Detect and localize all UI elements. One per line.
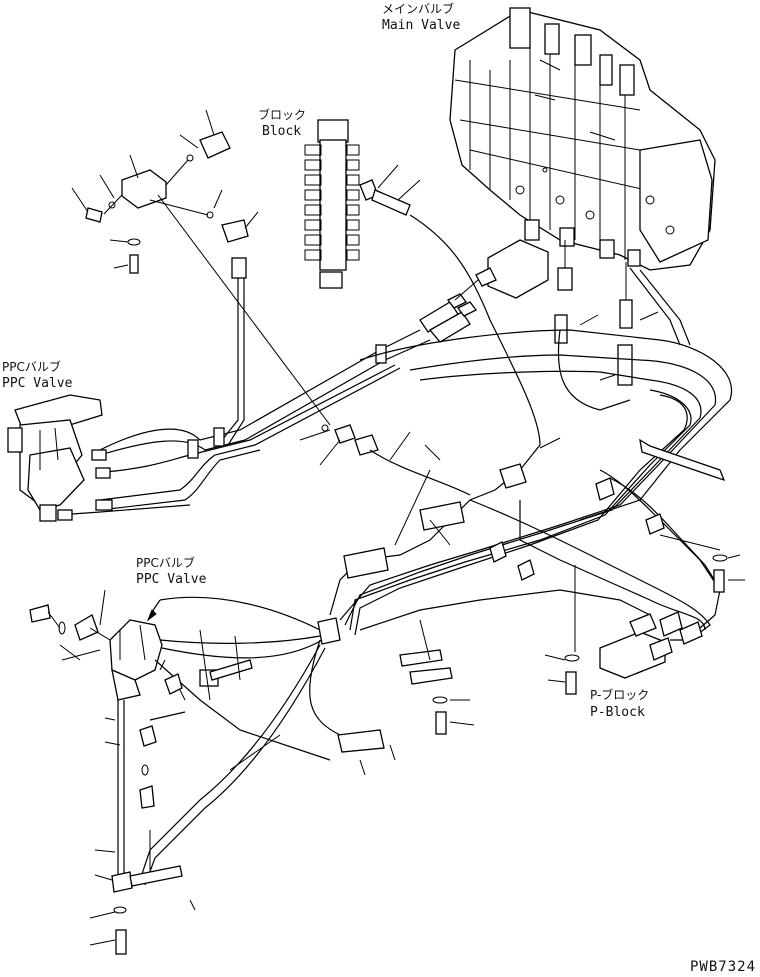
upper-ppc-hoses [57,257,477,521]
block-label-en: Block [262,124,302,139]
lower-ppc-valve-label-jp: PPCバルブ [136,556,195,570]
bolts-washers-right [432,534,745,735]
drawing-code: PWB7324 [690,959,757,975]
hose-clamps [317,438,726,685]
p-block-label-jp: P-ブロック [590,688,650,702]
p-block-hoses [359,469,723,641]
lower-ppc-hoses [89,589,396,955]
pilot-block [454,239,549,301]
block-label-jp: ブロック [258,108,307,122]
main-valve-label-jp: メインバルブ [382,2,455,16]
lower-ppc-valve-label-en: PPC Valve [136,572,207,587]
distribution-block [304,119,360,289]
upper-ppc-valve [7,394,103,522]
center-fittings [299,424,561,496]
p-block [599,611,703,679]
upper-ppc-valve-label-jp: PPCバルブ [2,360,61,374]
upper-ppc-valve-label-en: PPC Valve [2,376,73,391]
lower-ppc-valve [29,599,163,701]
main-valve-label-en: Main Valve [382,18,461,33]
p-block-label-en: P-Block [590,705,645,720]
upper-junction-block [71,109,331,426]
main-valve [449,7,716,271]
block-hose-fitting [359,164,421,216]
